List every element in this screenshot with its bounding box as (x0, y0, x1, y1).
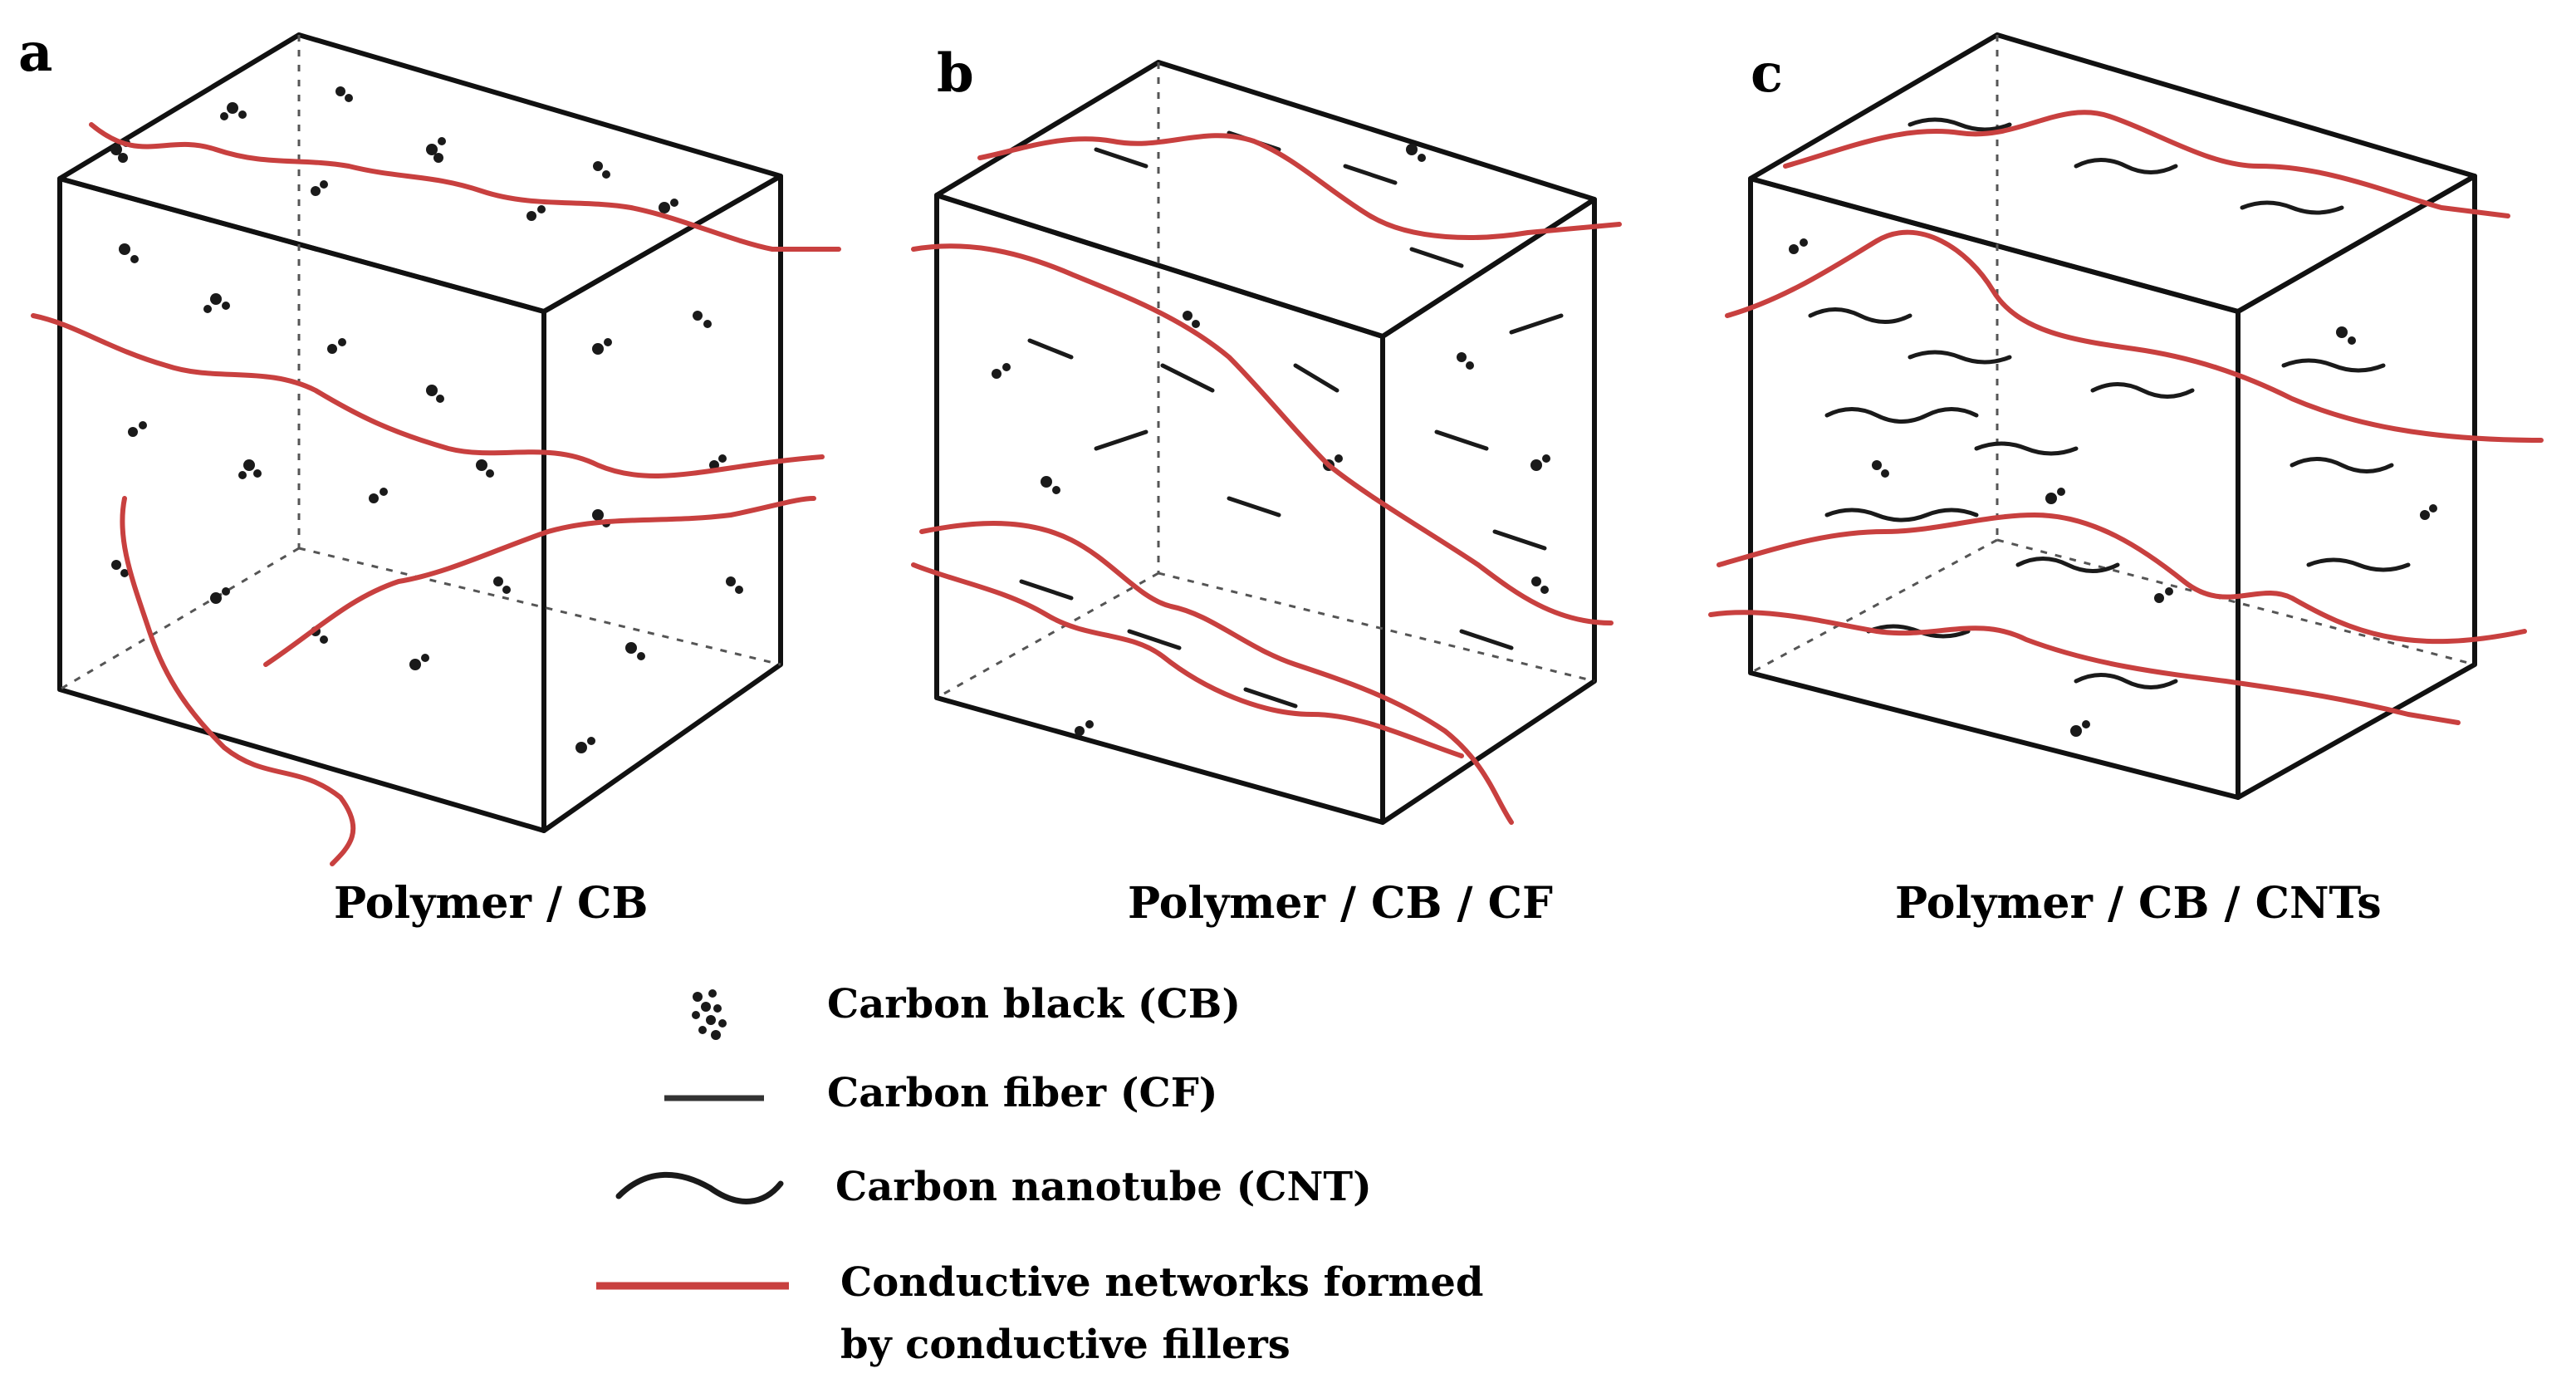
panel-c: c (1708, 32, 2544, 929)
panel-c-carbon-nanotubes (1808, 117, 2411, 689)
box-hidden-back (298, 547, 781, 666)
legend-carbon-fiber-label: Carbon fiber (CF) (827, 1070, 1217, 1116)
box-front-face (57, 176, 546, 833)
panel-b-letter: b (937, 42, 974, 105)
legend-network-label-line2: by conductive fillers (840, 1322, 1290, 1368)
box-top-face (57, 32, 783, 314)
panel-a-caption: Polymer / CB (334, 878, 648, 929)
legend-carbon-nanotube-label: Carbon nanotube (CNT) (835, 1164, 1372, 1210)
panel-a: a (18, 22, 841, 929)
panel-b-caption: Polymer / CB / CF (1128, 878, 1553, 929)
carbon-black-icon (692, 989, 727, 1040)
panel-c-conductive-networks (1708, 110, 2544, 725)
box-top-face (1748, 32, 2477, 314)
box-top-face (934, 60, 1597, 339)
box-hidden-left (1750, 538, 1998, 674)
box-hidden-back (1158, 571, 1595, 683)
panel-c-caption: Polymer / CB / CNTs (1895, 878, 2382, 929)
box-side-face (541, 174, 783, 833)
legend: Carbon black (CB) Carbon fiber (CF) Carb… (596, 981, 1483, 1368)
panel-a-letter: a (18, 22, 52, 84)
panel-b-conductive-networks (911, 133, 1622, 825)
box-hidden-left (59, 547, 300, 691)
panel-c-letter: c (1751, 42, 1783, 105)
panel-a-box (57, 32, 783, 833)
legend-carbon-fiber: Carbon fiber (CF) (664, 1070, 1217, 1116)
carbon-nanotube-icon (615, 1171, 784, 1204)
box-hidden-left (936, 571, 1159, 699)
legend-carbon-black-label: Carbon black (CB) (827, 981, 1241, 1028)
panel-b: b (911, 42, 1622, 929)
panel-c-box (1748, 32, 2477, 800)
legend-conductive-network: Conductive networks formed by conductive… (596, 1259, 1483, 1368)
legend-network-label-line1: Conductive networks formed (840, 1259, 1483, 1306)
legend-carbon-black: Carbon black (CB) (692, 981, 1241, 1040)
legend-carbon-nanotube: Carbon nanotube (CNT) (615, 1164, 1372, 1210)
panel-a-conductive-networks (31, 122, 841, 866)
panel-c-carbon-black-particles (1789, 238, 2437, 737)
panel-a-carbon-black-particles (110, 86, 743, 753)
box-side-face (1380, 197, 1597, 825)
panel-b-carbon-fibers (1019, 130, 1564, 709)
